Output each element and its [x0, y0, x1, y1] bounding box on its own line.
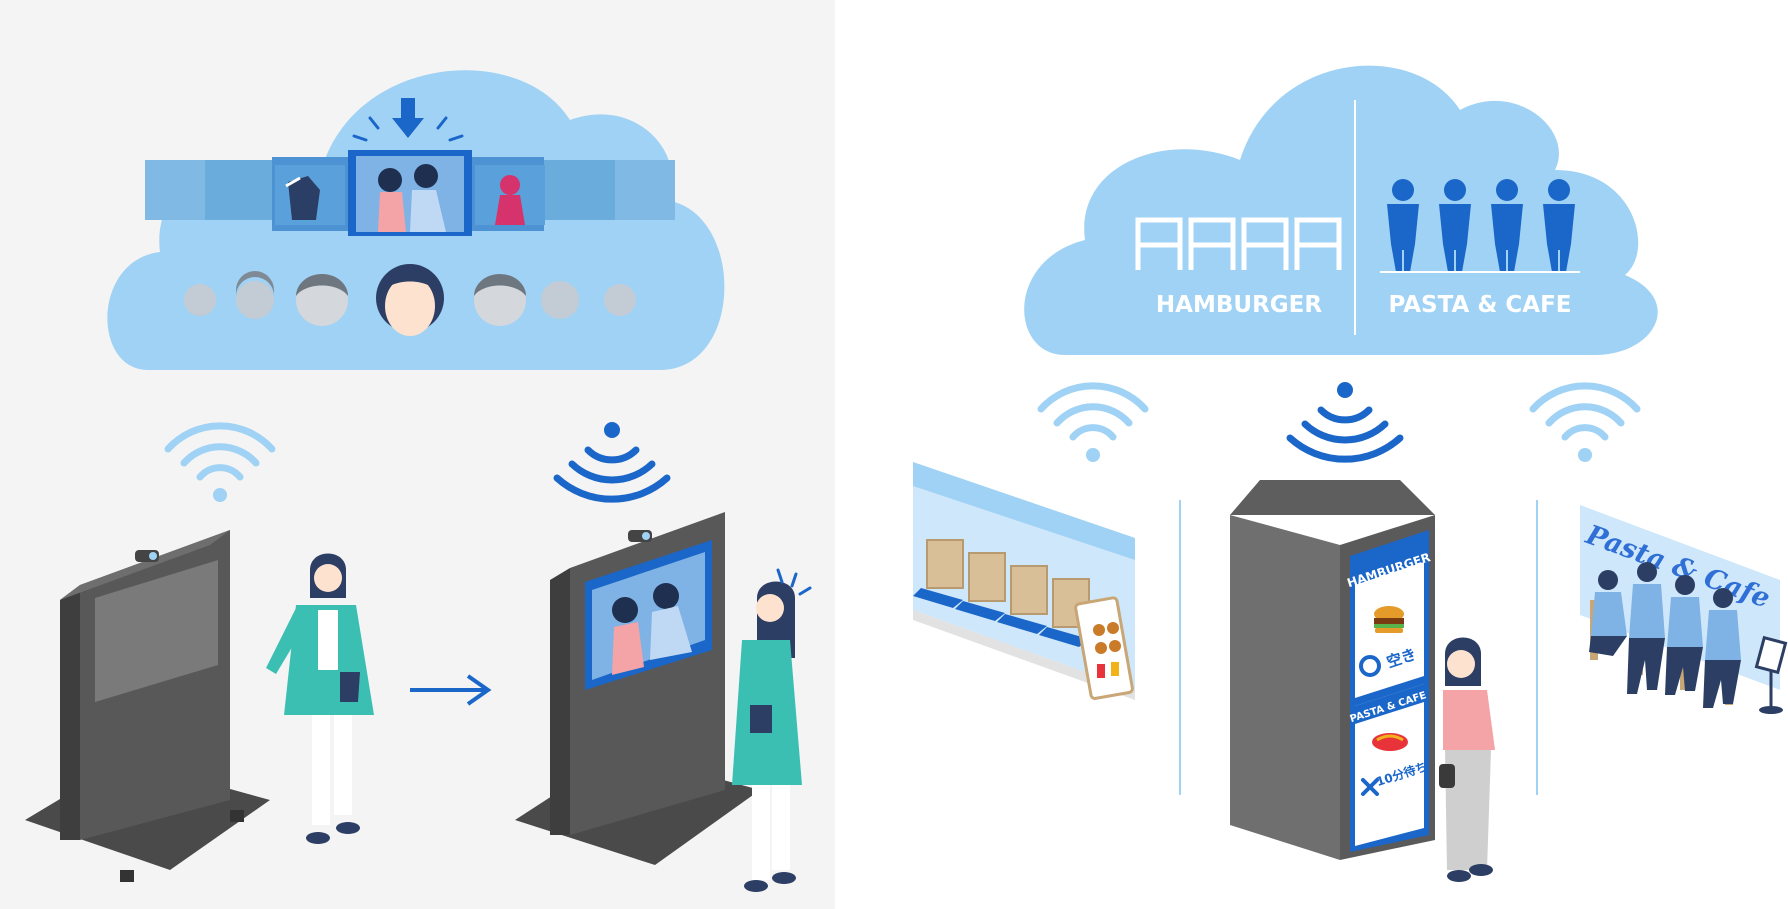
signage-tower: HAMBURGER 空き PASTA & CAFE [1230, 480, 1435, 860]
person-woman-pink [1439, 637, 1495, 882]
right-panel-crowd-status: HAMBURGER PASTA & CAFE [835, 0, 1788, 909]
wifi-icon [1037, 382, 1149, 462]
wifi-icon [553, 422, 671, 503]
menu-stand [1754, 635, 1788, 714]
cross-mark-icon [1361, 778, 1379, 796]
circle-mark-icon [1359, 655, 1381, 677]
cloud-label-hamburger: HAMBURGER [1156, 292, 1322, 318]
person-woman-looking [732, 568, 812, 892]
right-scene: HAMBURGER PASTA & CAFE [913, 65, 1788, 882]
down-arrow-icon [392, 98, 424, 138]
kiosk-right [515, 512, 760, 865]
person-icon-row [1387, 179, 1575, 272]
wifi-icon [1286, 382, 1404, 463]
cloud-left [107, 70, 725, 370]
pasta-cafe-shop: Pasta & Cafe [1580, 505, 1788, 714]
left-scene [25, 70, 812, 892]
left-panel-face-recognition-ads [0, 0, 835, 909]
kiosk-left [25, 530, 270, 882]
hamburger-shop [913, 462, 1135, 700]
chair-icon-row [1135, 217, 1342, 270]
cloud-right: HAMBURGER PASTA & CAFE [1024, 65, 1658, 356]
pasta-icon [1372, 733, 1408, 751]
arrow-right-icon [410, 674, 492, 706]
cloud-label-pasta-cafe: PASTA & CAFE [1389, 292, 1572, 318]
burger-icon [1374, 606, 1404, 633]
wifi-icon [1529, 382, 1641, 462]
face-row [184, 264, 636, 336]
person-woman-walking [266, 553, 374, 844]
wifi-icon [164, 422, 276, 502]
